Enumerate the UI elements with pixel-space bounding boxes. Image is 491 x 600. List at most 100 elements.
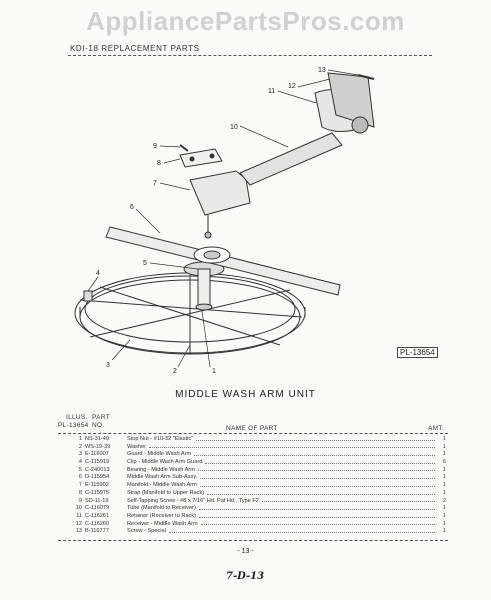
- item-number: 7: [78, 482, 82, 489]
- amount: 1: [442, 466, 446, 473]
- part-name: Guard - Middle Wash Arm: [127, 451, 192, 458]
- leader-dots: [149, 444, 435, 449]
- part-name: Strap (Manifold to Upper Rack): [127, 489, 205, 496]
- receiver: [314, 72, 375, 134]
- col-amt-header: AMT.: [428, 425, 445, 432]
- exploded-parts-diagram: 1 2 3 4 5 6 7 8 9 10 11 12 13: [74, 67, 375, 375]
- item-number: 9: [78, 497, 82, 504]
- part-name: Washer: [127, 443, 147, 450]
- part-name: Receiver - Middle Wash Arm: [127, 520, 198, 527]
- part-name: Tube (Manifold to Receiver): [127, 505, 196, 512]
- amount: 1: [442, 443, 446, 450]
- handwritten-mark: 7-D-13: [226, 571, 265, 582]
- callout-11: 11: [268, 88, 275, 95]
- item-number: 4: [78, 459, 82, 466]
- callout-10: 10: [230, 124, 238, 131]
- leader-dots: [197, 467, 435, 472]
- watermark: AppliancePartsPros.com: [86, 6, 405, 36]
- item-number: 12: [75, 520, 82, 527]
- leader-dots: [199, 482, 435, 487]
- callout-7: 7: [153, 180, 157, 187]
- part-number: E-115902: [85, 482, 109, 489]
- item-number: 5: [78, 466, 82, 473]
- amount: 1: [442, 528, 446, 535]
- part-name: Self-Tapping Screw - #8 x 7/16" Hd. Pat …: [127, 497, 259, 504]
- part-name: Retainer (Receiver to Rack): [127, 512, 197, 519]
- item-number: 6: [78, 474, 82, 481]
- part-name: Bearing - Middle Wash Arm: [127, 466, 195, 473]
- callout-6: 6: [130, 204, 134, 211]
- item-number: 2: [78, 443, 82, 450]
- leader-dots: [199, 513, 435, 518]
- wash-arm-guard: [74, 272, 306, 355]
- callout-1: 1: [212, 368, 216, 375]
- middle-wash-arm: [105, 226, 341, 296]
- part-number: C-116261: [85, 512, 110, 519]
- part-number: C-115975: [85, 489, 110, 496]
- leader-dots: [196, 436, 435, 441]
- col-pl-header: PL-13654: [58, 422, 89, 429]
- leader-dots: [198, 505, 435, 510]
- callout-8: 8: [157, 160, 161, 167]
- part-number: C-116079: [85, 505, 110, 512]
- col-illus-header: ILLUS.: [66, 414, 88, 421]
- amount: 1: [442, 505, 446, 512]
- footer-rule: [58, 540, 448, 541]
- figure-number: PL-13654: [397, 347, 438, 358]
- leader-dots: [200, 474, 435, 480]
- item-number: 13: [75, 528, 82, 535]
- amount: 1: [442, 482, 446, 489]
- item-number: 3: [78, 451, 82, 458]
- part-name: Middle Wash Arm Sub-Assy.: [127, 474, 198, 481]
- col-part-header: PART: [92, 414, 110, 421]
- part-name: Clip - Middle Wash Arm Guard: [127, 459, 203, 466]
- section-title: MIDDLE WASH ARM UNIT: [175, 389, 316, 400]
- leader-dots: [207, 490, 435, 495]
- leader-dots: [194, 451, 435, 457]
- table-header-rule: [58, 433, 448, 434]
- amount: 1: [442, 451, 446, 458]
- leader-dots: [168, 528, 435, 533]
- callout-4: 4: [96, 270, 100, 277]
- part-number: SD-11-19: [85, 497, 109, 504]
- amount: 1: [442, 512, 446, 519]
- amount: 1: [442, 489, 446, 496]
- part-number: B-116777: [85, 528, 109, 535]
- item-number: 1: [78, 436, 82, 442]
- callout-2: 2: [173, 368, 177, 375]
- part-name: Manifold - Middle Wash Arm: [127, 482, 197, 489]
- item-number: 8: [78, 489, 82, 496]
- amount: 2: [442, 497, 446, 504]
- part-number: E-116007: [85, 451, 109, 458]
- part-number: WS-19-39: [85, 443, 111, 450]
- part-name: Screw - Special: [127, 528, 166, 535]
- item-number: 11: [76, 512, 82, 519]
- leader-dots: [205, 459, 435, 464]
- part-number: NS-31-49: [85, 436, 109, 442]
- amount: 6: [442, 459, 446, 466]
- part-number: C-115919: [85, 459, 110, 466]
- callout-12: 12: [288, 83, 296, 90]
- callout-13: 13: [318, 67, 326, 74]
- page-header: KDI-18 REPLACEMENT PARTS: [70, 44, 200, 53]
- special-screw: [357, 74, 375, 80]
- part-name: Stop Nut - #10-32 "Elastic": [127, 436, 194, 442]
- strap: [179, 148, 223, 168]
- col-no-header: NO.: [92, 422, 105, 429]
- leader-dots: [261, 498, 435, 503]
- callout-9: 9: [153, 143, 157, 150]
- tube: [239, 132, 343, 186]
